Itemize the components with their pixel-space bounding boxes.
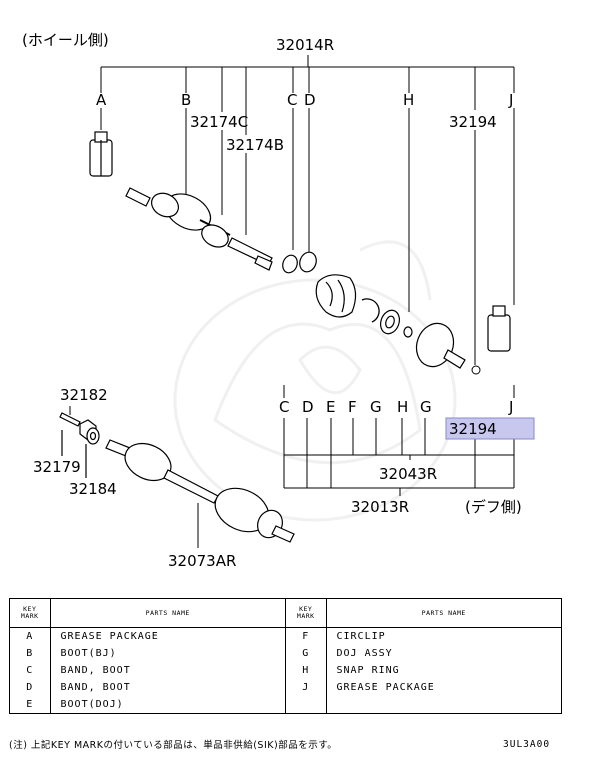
key-letter-f-bottom: F	[348, 398, 357, 416]
table-row: B BOOT(BJ) G DOJ ASSY	[9, 645, 562, 662]
name-cell: DOJ ASSY	[325, 645, 562, 662]
key-cell: D	[9, 679, 51, 696]
cotter-pin-icon	[59, 412, 81, 456]
part-32184-label: 32184	[69, 480, 117, 498]
washer-icon	[471, 365, 481, 375]
header-key-mark: KEY MARK	[9, 598, 51, 628]
wheel-side-label: (ホイール側)	[22, 31, 109, 49]
assy-32013r-label: 32013R	[351, 498, 409, 516]
name-cell: BAND, BOOT	[49, 662, 286, 679]
doj-boot-icon	[315, 274, 357, 318]
table-row: A GREASE PACKAGE F CIRCLIP	[9, 627, 562, 645]
header-key-mark-2: KEY MARK	[284, 598, 327, 628]
part-32174c-label: 32174C	[190, 113, 248, 131]
header-parts-name-2: PARTS NAME	[325, 598, 562, 628]
parts-table: KEY MARK PARTS NAME KEY MARK PARTS NAME …	[9, 598, 562, 714]
part-32182-label: 32182	[60, 386, 108, 404]
boot-band-c-icon	[282, 254, 298, 274]
key-letter-h-bottom: H	[397, 398, 408, 416]
part-32073ar-label: 32073AR	[168, 552, 236, 570]
part-32174b-label: 32174B	[226, 136, 284, 154]
grease-package-a-icon	[89, 131, 113, 177]
highlight-box[interactable]	[445, 417, 535, 440]
part-32194-highlight-label[interactable]: 32194	[449, 420, 497, 438]
grease-package-j-icon	[487, 305, 511, 352]
header-parts-name: PARTS NAME	[49, 598, 286, 628]
name-cell: BOOT(DOJ)	[49, 696, 286, 714]
key-letter-d: D	[304, 91, 316, 109]
key-letter-b: B	[181, 91, 191, 109]
name-cell: GREASE PACKAGE	[49, 627, 286, 645]
diagram-code: 3UL3A00	[503, 739, 551, 750]
key-letter-g-bottom: G	[370, 398, 382, 416]
key-cell	[284, 696, 327, 714]
key-letter-a: A	[96, 91, 107, 109]
table-row: D BAND, BOOT J GREASE PACKAGE	[9, 679, 562, 696]
boot-band-d-icon	[299, 251, 317, 273]
name-cell: CIRCLIP	[325, 627, 562, 645]
footnote: (注) 上記KEY MARKの付いている部品は、単品非供給(SIK)部品を示す。	[9, 740, 338, 751]
key-letter-j: J	[508, 91, 513, 109]
bottom-key-leaders	[283, 385, 515, 496]
key-letter-d-bottom: D	[302, 398, 314, 416]
assy-32043r-label: 32043R	[379, 465, 437, 483]
key-cell: F	[284, 627, 327, 645]
key-letter-h: H	[403, 91, 414, 109]
washer-32184-icon	[85, 427, 100, 478]
assy-32014r-label: 32014R	[276, 36, 334, 54]
key-letter-c-bottom: C	[279, 398, 289, 416]
key-letter-g2-bottom: G	[420, 398, 432, 416]
name-cell: BAND, BOOT	[49, 679, 286, 696]
key-cell: A	[9, 627, 51, 645]
part-32179-label: 32179	[33, 458, 81, 476]
key-cell: H	[284, 662, 327, 679]
key-cell: E	[9, 696, 51, 714]
key-cell: B	[9, 645, 51, 662]
table-row: C BAND, BOOT H SNAP RING	[9, 662, 562, 679]
drive-shaft-assembly-icon	[105, 439, 295, 543]
name-cell: BOOT(BJ)	[49, 645, 286, 662]
key-cell: C	[9, 662, 51, 679]
table-row: E BOOT(DOJ)	[9, 696, 562, 714]
key-letter-j-bottom: J	[508, 398, 513, 416]
name-cell	[325, 696, 562, 714]
circlip-icon	[361, 298, 380, 323]
part-32194-label: 32194	[449, 113, 497, 131]
name-cell: GREASE PACKAGE	[325, 679, 562, 696]
doj-assy-icon	[415, 322, 466, 369]
key-letter-c: C	[287, 91, 297, 109]
key-cell: G	[284, 645, 327, 662]
top-bracket	[100, 55, 515, 365]
key-cell: J	[284, 679, 327, 696]
key-letter-e-bottom: E	[326, 398, 335, 416]
watermark-logo	[173, 240, 457, 522]
bj-axle-assembly-icon	[125, 187, 273, 271]
exploded-parts-diagram: (ホイール側) 32014R A B C D H J 32174C 32174B…	[22, 31, 535, 570]
snap-ring-icon	[379, 309, 413, 338]
diff-side-label: (デフ側)	[465, 498, 522, 516]
name-cell: SNAP RING	[325, 662, 562, 679]
